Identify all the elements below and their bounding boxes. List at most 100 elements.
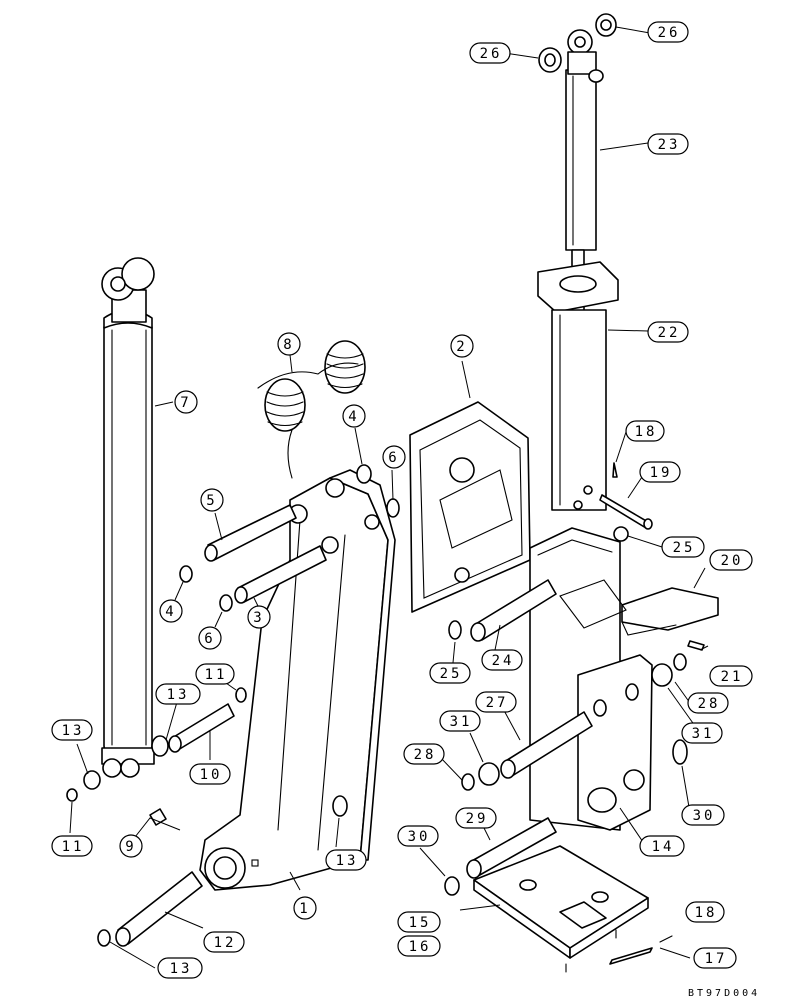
pin-part-10 xyxy=(66,687,247,802)
callout-21: 21 xyxy=(709,665,753,687)
callout-31-right: 31 xyxy=(681,722,723,744)
springs-part-8 xyxy=(257,340,366,479)
callout-7: 7 xyxy=(174,390,198,414)
retaining-rings-4-6 xyxy=(179,464,400,612)
callout-28-left: 28 xyxy=(403,743,445,765)
callout-16: 16 xyxy=(397,935,441,957)
svg-text:10: 10 xyxy=(200,767,223,783)
svg-text:4: 4 xyxy=(348,409,359,425)
svg-text:18: 18 xyxy=(695,905,718,921)
pins-part-24-27-29 xyxy=(444,579,688,896)
svg-text:26: 26 xyxy=(658,25,681,41)
drawing-reference: BT97D004 xyxy=(688,988,760,999)
svg-text:21: 21 xyxy=(721,669,744,685)
svg-text:4: 4 xyxy=(165,604,176,620)
callout-9: 9 xyxy=(119,834,143,858)
svg-text:18: 18 xyxy=(635,424,658,440)
svg-text:28: 28 xyxy=(698,696,721,712)
callout-18-top: 18 xyxy=(625,420,665,442)
callout-2: 2 xyxy=(450,334,474,358)
callout-5: 5 xyxy=(200,488,224,512)
svg-text:13: 13 xyxy=(167,687,190,703)
callout-8: 8 xyxy=(277,332,301,356)
svg-text:6: 6 xyxy=(388,450,399,466)
callout-13-mid: 13 xyxy=(155,683,201,705)
callout-30-right: 30 xyxy=(681,804,725,826)
svg-text:31: 31 xyxy=(692,726,715,742)
callouts: 1 2 3 4 4 5 6 xyxy=(51,21,753,979)
callout-27: 27 xyxy=(475,691,517,713)
callout-4-left: 4 xyxy=(159,599,183,623)
svg-text:31: 31 xyxy=(450,714,473,730)
callout-31-left: 31 xyxy=(439,710,481,732)
callout-20: 20 xyxy=(709,549,753,571)
svg-text:9: 9 xyxy=(125,839,136,855)
mounting-plate-part-2 xyxy=(409,401,531,613)
svg-text:17: 17 xyxy=(705,951,728,967)
callout-17: 17 xyxy=(693,947,737,969)
callout-3: 3 xyxy=(247,605,271,629)
svg-text:22: 22 xyxy=(658,325,681,341)
svg-text:13: 13 xyxy=(62,723,85,739)
svg-text:8: 8 xyxy=(283,337,294,353)
svg-text:30: 30 xyxy=(408,829,431,845)
svg-text:23: 23 xyxy=(658,137,681,153)
callout-12: 12 xyxy=(203,931,245,953)
callout-25-right: 25 xyxy=(661,536,705,558)
cover-part-20 xyxy=(621,587,719,651)
svg-text:11: 11 xyxy=(62,839,85,855)
svg-text:24: 24 xyxy=(492,653,515,669)
svg-text:11: 11 xyxy=(205,667,228,683)
callout-6-top: 6 xyxy=(382,445,406,469)
svg-text:26: 26 xyxy=(480,46,503,62)
callout-4-top: 4 xyxy=(342,404,366,428)
callout-13-bottom: 13 xyxy=(157,957,203,979)
callout-11-lower: 11 xyxy=(51,835,93,857)
callout-23: 23 xyxy=(647,133,689,155)
svg-text:25: 25 xyxy=(673,540,696,556)
svg-text:27: 27 xyxy=(486,695,509,711)
pin-part-12 xyxy=(97,795,348,947)
callout-26-left: 26 xyxy=(469,42,511,64)
callout-13-cylinder-bottom: 13 xyxy=(51,719,93,741)
callout-29: 29 xyxy=(455,807,497,829)
svg-text:19: 19 xyxy=(650,465,673,481)
callout-26-right: 26 xyxy=(647,21,689,43)
svg-text:5: 5 xyxy=(206,493,217,509)
cylinder-part-7 xyxy=(101,257,155,778)
svg-text:6: 6 xyxy=(204,631,215,647)
callout-11-upper: 11 xyxy=(195,663,235,685)
callout-14: 14 xyxy=(639,835,685,857)
cylinder-part-22-23 xyxy=(537,13,619,511)
svg-text:30: 30 xyxy=(693,808,716,824)
callout-6-left: 6 xyxy=(198,626,222,650)
callout-10: 10 xyxy=(189,763,231,785)
svg-text:2: 2 xyxy=(456,339,467,355)
mast-frame-part-14 xyxy=(529,527,653,831)
svg-text:20: 20 xyxy=(721,553,744,569)
leader-lines xyxy=(69,26,709,969)
boom-arm-part-1 xyxy=(199,469,396,891)
svg-text:1: 1 xyxy=(299,901,310,917)
svg-text:13: 13 xyxy=(336,853,359,869)
callout-22: 22 xyxy=(647,321,689,343)
svg-text:12: 12 xyxy=(214,935,237,951)
svg-text:14: 14 xyxy=(652,839,675,855)
svg-text:29: 29 xyxy=(466,811,489,827)
callout-13-right: 13 xyxy=(325,849,367,871)
callout-30-left: 30 xyxy=(397,825,439,847)
svg-text:7: 7 xyxy=(180,395,191,411)
svg-text:25: 25 xyxy=(440,666,463,682)
svg-text:28: 28 xyxy=(414,747,437,763)
base-plate-part-15-16 xyxy=(473,845,649,973)
svg-text:3: 3 xyxy=(253,610,264,626)
svg-text:15: 15 xyxy=(409,915,432,931)
callout-25-left: 25 xyxy=(429,662,471,684)
callout-15: 15 xyxy=(397,911,441,933)
callout-18-bottom: 18 xyxy=(685,901,725,923)
callout-24: 24 xyxy=(481,649,523,671)
svg-text:13: 13 xyxy=(170,961,193,977)
svg-text:16: 16 xyxy=(409,939,432,955)
pins-part-18-19 xyxy=(599,462,673,965)
